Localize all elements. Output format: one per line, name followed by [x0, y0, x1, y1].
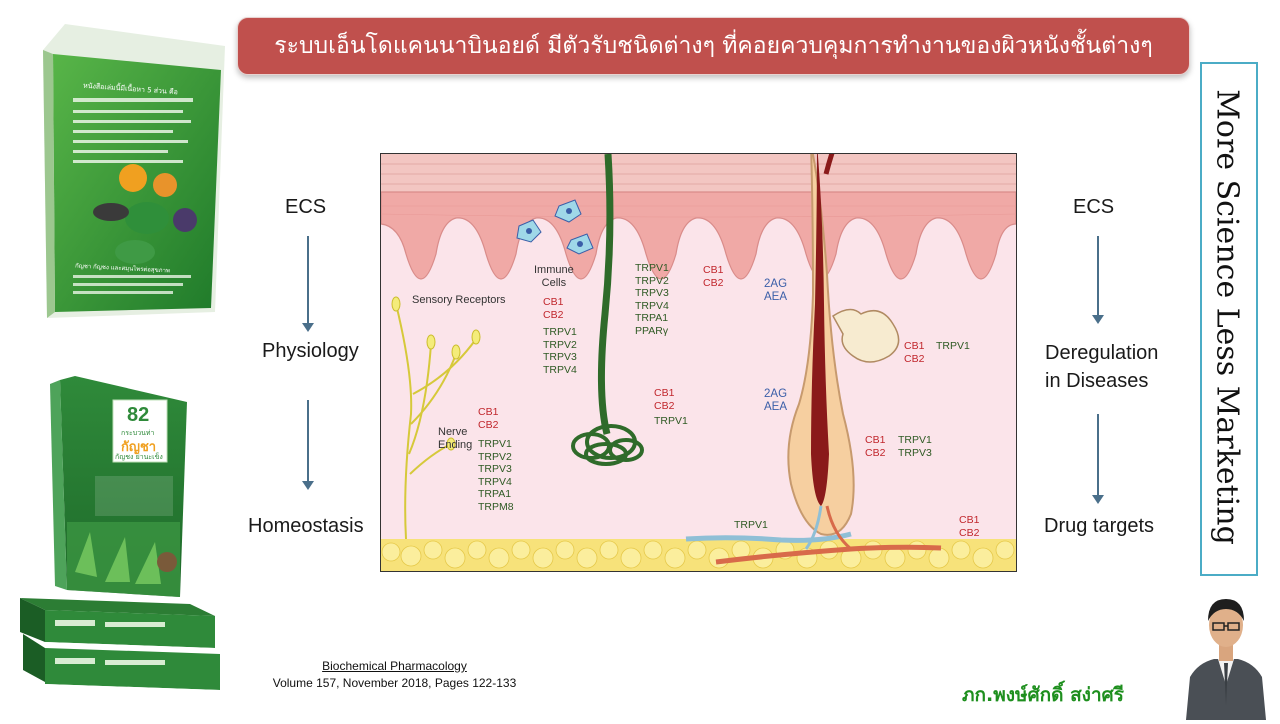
label-mid-cb: CB1 CB2: [654, 387, 675, 412]
author-name: ภก.พงษ์ศักดิ์ สง่าศรี: [962, 684, 1124, 706]
page-title: ระบบเอ็นโดแคนนาบินอยด์ มีตัวรับชนิดต่างๆ…: [274, 33, 1153, 59]
label-immune-trp: TRPV1 TRPV2 TRPV3 TRPV4: [543, 326, 577, 376]
label-follicle-cb: CB1 CB2: [865, 434, 886, 459]
label-nerve-cb: CB1 CB2: [478, 406, 499, 431]
book-bottom-tagline: กัญชง ย่านะเข็ง: [115, 453, 163, 461]
label-immune-cb: CB1 CB2: [543, 296, 564, 321]
label-nerve-ending: Nerve Ending: [438, 426, 473, 451]
reference-journal: Biochemical Pharmacology: [322, 659, 467, 673]
label-follicle-trp: TRPV1 TRPV3: [898, 434, 932, 459]
label-top-trp: TRPV1 TRPV2 TRPV3 TRPV4 TRPA1 PPARγ: [635, 262, 669, 337]
right-flow-ecs: ECS: [1073, 196, 1115, 218]
left-arrow-1: [302, 236, 314, 332]
label-sensory-receptors: Sensory Receptors: [412, 294, 506, 306]
book-cover-top: หนังสือเล่มนี้มีเนื้อหา 5 ส่วน คือ กัญชา…: [25, 20, 230, 320]
left-flow-ecs: ECS: [285, 196, 327, 218]
label-gland-cb: CB1 CB2: [904, 340, 925, 365]
skin-diagram-illustration: [381, 154, 1016, 571]
right-flow-drug-targets: Drug targets: [1044, 515, 1155, 537]
side-banner-box: [1200, 62, 1258, 576]
right-arrow-2: [1092, 414, 1104, 504]
label-top-cb: CB1 CB2: [703, 264, 724, 289]
book-bottom-number: 82: [127, 404, 150, 426]
label-ag-mid: 2AG AEA: [764, 388, 788, 413]
label-gland-trp: TRPV1: [936, 340, 970, 352]
label-ag-top: 2AG AEA: [764, 278, 788, 303]
right-flow-deregulation: Deregulation in Diseases: [1045, 342, 1159, 392]
left-arrow-2: [302, 400, 314, 490]
book-cover-top-illustration: [43, 24, 225, 318]
reference-citation: Biochemical Pharmacology Volume 157, Nov…: [262, 658, 527, 692]
side-banner-text: More Science Less Marketing: [1209, 89, 1245, 545]
book-bottom-title: กัญชา: [121, 440, 157, 455]
presenter-photo-illustration: [1186, 599, 1266, 720]
label-mid-trp: TRPV1: [654, 415, 688, 427]
label-bottom-trp: TRPV1: [734, 519, 768, 531]
title-banner: ระบบเอ็นโดแคนนาบินอยด์ มีตัวรับชนิดต่างๆ…: [237, 17, 1190, 75]
skin-diagram: Immune Cells Sensory Receptors Nerve End…: [380, 153, 1017, 572]
left-flow-physiology: Physiology: [262, 340, 359, 362]
label-immune-cells: Immune Cells: [534, 264, 574, 289]
label-corner-cb: CB1 CB2: [959, 514, 980, 539]
book-stack-bottom: 82 กระบวนท่า กัญชา กัญชง ย่านะเข็ง: [15, 372, 230, 702]
right-arrow-1: [1092, 236, 1104, 324]
book-bottom-subtitle: กระบวนท่า: [121, 429, 155, 437]
reference-volume: Volume 157, November 2018, Pages 122-133: [272, 676, 517, 690]
left-flow-homeostasis: Homeostasis: [248, 515, 364, 537]
presenter-photo: [1186, 585, 1266, 720]
label-nerve-trp: TRPV1 TRPV2 TRPV3 TRPV4 TRPA1 TRPM8: [478, 438, 514, 513]
book-stack-illustration: [20, 376, 220, 696]
